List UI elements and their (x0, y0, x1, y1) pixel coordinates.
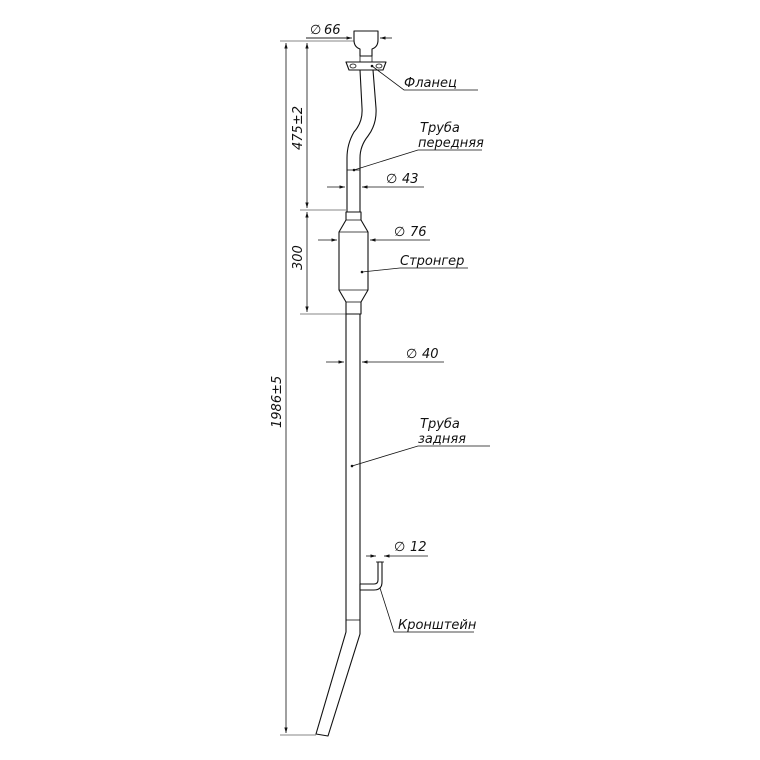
extension-lines (280, 36, 379, 736)
stronger-diameter-value: 76 (410, 225, 427, 240)
front-pipe-diameter-value: 43 (402, 172, 419, 187)
flange-diameter-value: 66 (324, 23, 341, 38)
front-pipe-part (346, 69, 377, 213)
bracket-label: Кронштейн (398, 618, 477, 633)
flange-diameter-symbol: ∅ (310, 23, 321, 38)
front-pipe-diameter-symbol: ∅ (386, 172, 397, 187)
front-pipe-label-line1: Труба (420, 121, 460, 136)
total-length-value: 1986±5 (270, 376, 285, 428)
stronger-diameter-symbol: ∅ (394, 225, 405, 240)
bracket-diameter-symbol: ∅ (394, 540, 405, 555)
rear-pipe-diameter-symbol: ∅ (406, 347, 417, 362)
rear-pipe-label-line1: Труба (420, 417, 460, 432)
front-length-value: 475±2 (291, 106, 306, 150)
front-pipe-label-line2: передняя (418, 136, 484, 151)
stronger-part (338, 211, 369, 315)
bracket-diameter-value: 12 (410, 540, 427, 555)
flange-part (345, 30, 387, 71)
rear-pipe-diameter-value: 40 (422, 347, 439, 362)
flange-label: Фланец (404, 76, 457, 91)
rear-pipe-part (315, 313, 361, 737)
bracket-part (359, 561, 384, 591)
rear-pipe-label-line2: задняя (418, 432, 466, 447)
leader-lines (350, 64, 490, 633)
stronger-label: Стронгер (400, 254, 464, 269)
stronger-length-value: 300 (291, 245, 306, 270)
